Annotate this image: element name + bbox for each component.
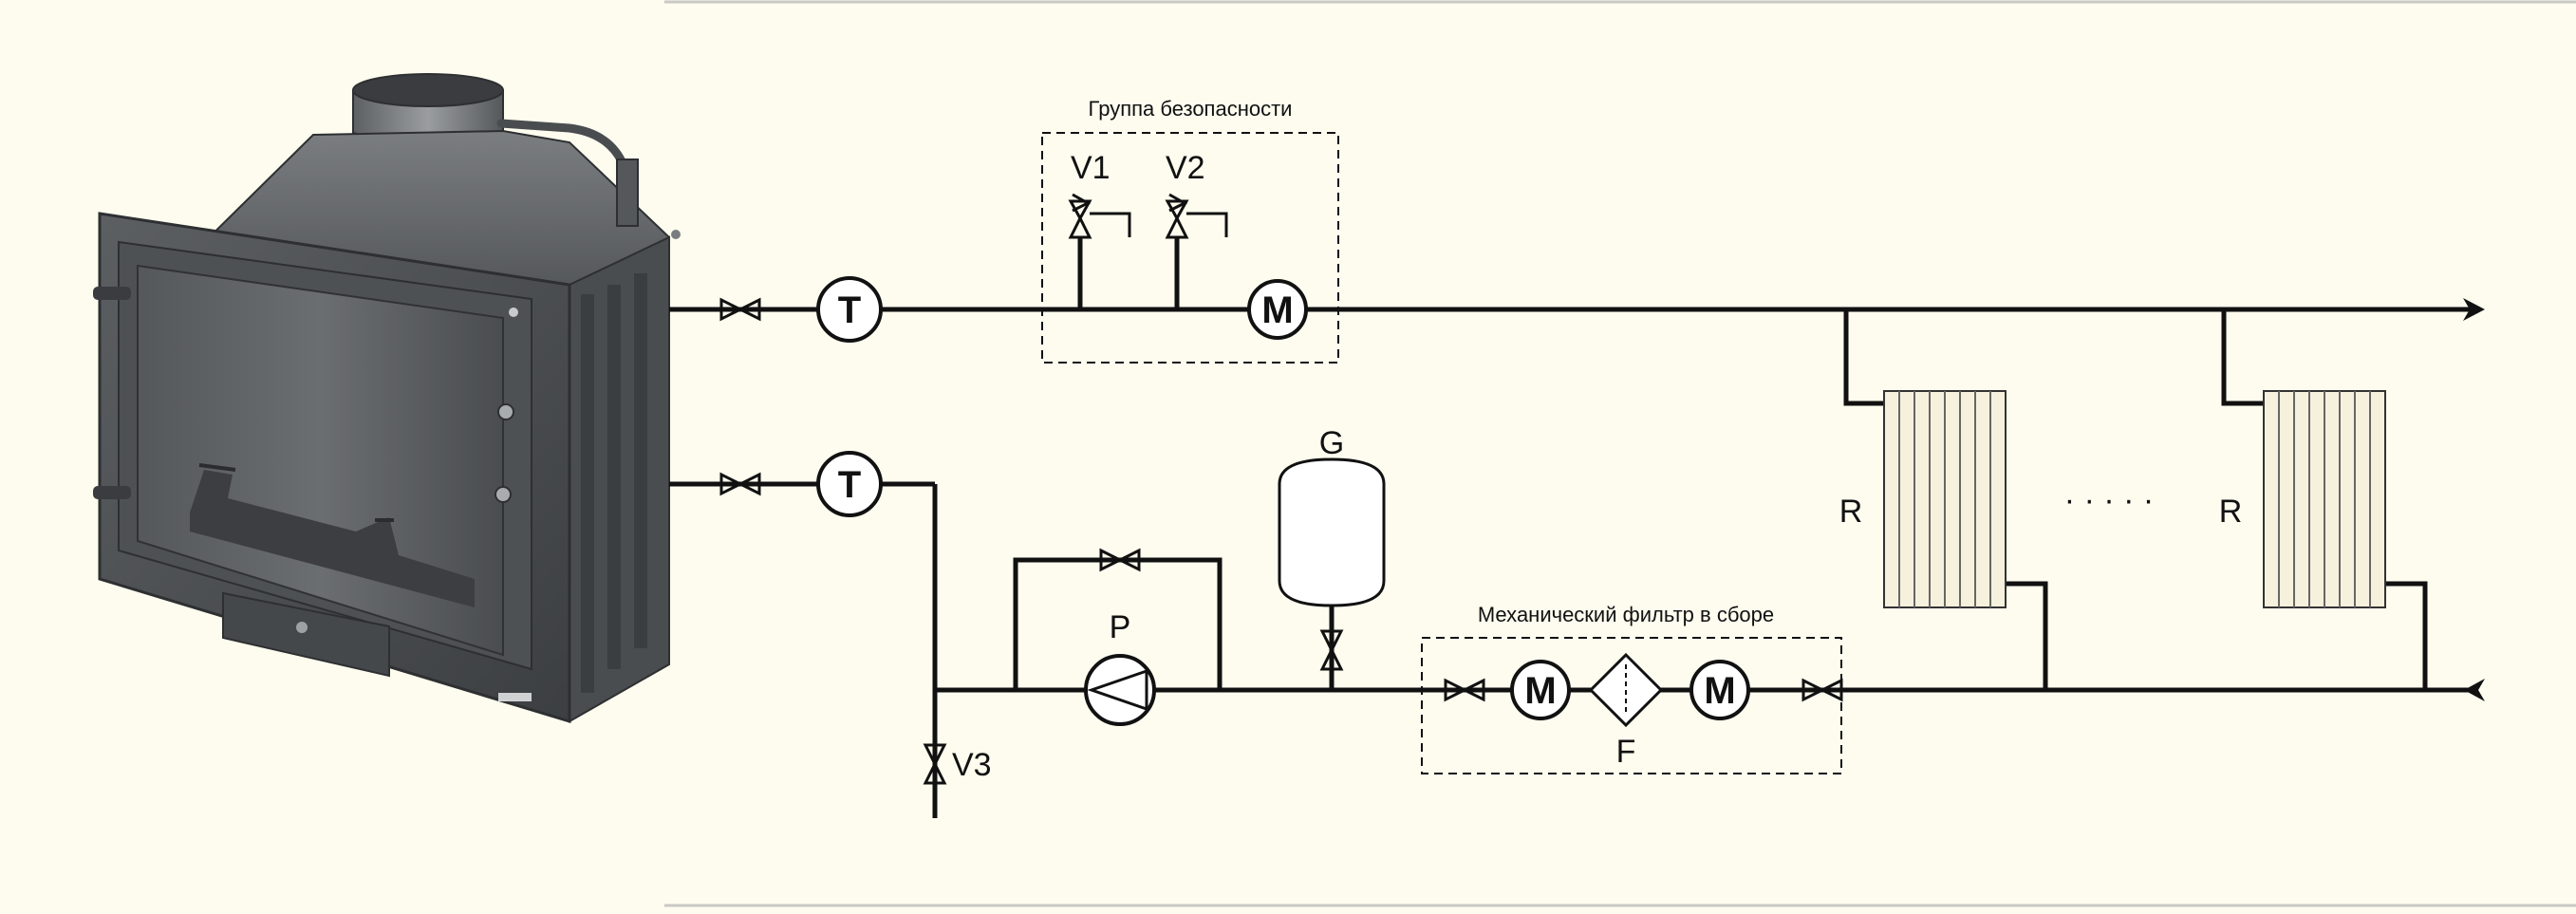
radiator-2: [2263, 390, 2386, 608]
safety-group-box: [1041, 132, 1339, 364]
expansion-tank-label: G: [1319, 425, 1344, 461]
filter-label: F: [1616, 734, 1636, 770]
valve-filter-in: [1444, 678, 1485, 702]
manometer-safety: M: [1247, 279, 1308, 340]
svg-text:M: M: [1261, 289, 1293, 331]
pump-label: P: [1110, 609, 1131, 645]
safety-group-label: Группа безопасности: [1089, 97, 1293, 121]
valve-supply-inlet: [719, 297, 761, 322]
valve-v3-label: V3: [952, 747, 992, 783]
valve-bypass: [1099, 548, 1141, 572]
radiator-2-label: R: [2219, 494, 2243, 530]
radiator-ellipsis: · · · · ·: [2064, 482, 2154, 518]
valve-return-inlet: [719, 472, 761, 496]
thermometer-supply: T: [816, 276, 883, 343]
safety-valve-v1: [1068, 193, 1131, 239]
manometer-filter-in: M: [1510, 660, 1571, 720]
thermometer-return: T: [816, 451, 883, 517]
radiator-1: [1883, 390, 2007, 608]
safety-valve-v1-label: V1: [1071, 150, 1111, 186]
filter-group-label: Механический фильтр в сборе: [1478, 603, 1774, 626]
svg-text:M: M: [1524, 670, 1556, 712]
piping: [669, 237, 2473, 818]
expansion-tank: [1278, 457, 1386, 607]
fireplace-insert: [93, 73, 681, 724]
mechanical-filter: [1588, 652, 1664, 728]
valve-v3: [923, 743, 947, 785]
supply-arrow-icon: [2463, 298, 2485, 321]
safety-valve-v2: [1165, 193, 1228, 239]
valve-tank: [1319, 629, 1344, 671]
svg-text:T: T: [838, 289, 861, 331]
manometer-filter-out: M: [1689, 660, 1750, 720]
svg-text:T: T: [838, 464, 861, 506]
safety-valve-v2-label: V2: [1166, 150, 1205, 186]
return-arrow-icon: [2464, 679, 2485, 701]
radiator-1-label: R: [1839, 494, 1863, 530]
circulation-pump: [1084, 654, 1156, 726]
filter-group-box: [1421, 637, 1842, 774]
svg-text:M: M: [1704, 670, 1735, 712]
